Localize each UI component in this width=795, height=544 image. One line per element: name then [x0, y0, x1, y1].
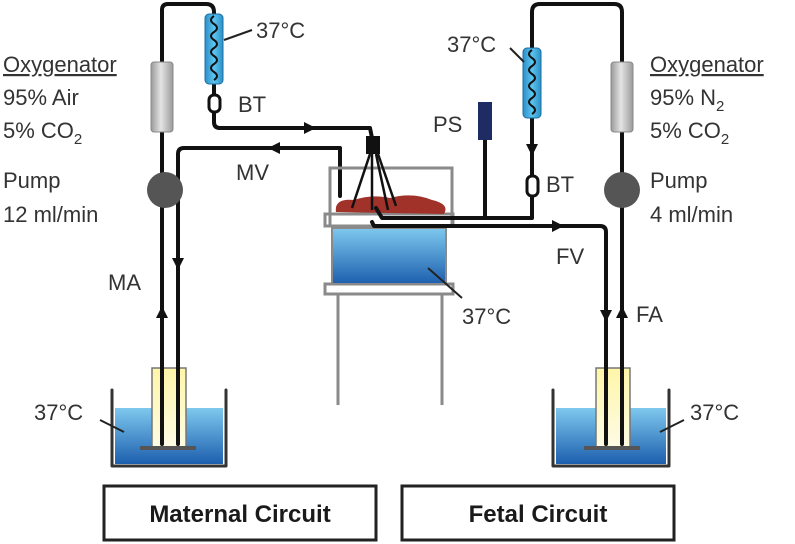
fetal-inflow-tube: [374, 194, 534, 220]
arrow-ma: [156, 306, 168, 318]
maternal-vein-label: MV: [236, 160, 269, 185]
fetal-artery-tube: [530, 2, 624, 446]
fetal-oxygenator-label: Oxygenator: [650, 52, 764, 77]
maternal-vein-tube: [176, 146, 342, 446]
maternal-oxygenator-label: Oxygenator: [3, 52, 117, 77]
maternal-bath-temp: 37°C: [34, 400, 83, 425]
maternal-circuit-box: Maternal Circuit: [102, 484, 378, 542]
pointer-fetal-bath: [659, 419, 685, 433]
fetal-bath-temp: 37°C: [690, 400, 739, 425]
fetal-heater: [522, 47, 542, 119]
fetal-heater-temp: 37°C: [447, 32, 496, 57]
fetal-reservoir: [584, 367, 640, 450]
cannula-connector: [366, 136, 380, 154]
maternal-bubble-trap: [207, 93, 222, 114]
arrow-fv: [552, 220, 564, 232]
pointer-central-bath: [427, 267, 463, 299]
maternal-heater: [204, 13, 224, 85]
placenta-tissue: [335, 195, 446, 214]
fetal-circuit-title: Fetal Circuit: [469, 501, 608, 528]
fetal-vein-label: FV: [556, 244, 584, 269]
fetal-pump-rate: 4 ml/min: [650, 202, 733, 227]
fetal-gas-line1: 95% N2: [650, 85, 724, 115]
fetal-vein-tube: [370, 220, 608, 446]
arrow-inflow: [304, 122, 316, 134]
arrow-fetal-return: [600, 310, 612, 322]
maternal-bt-label: BT: [238, 92, 266, 117]
central-bath: [331, 227, 447, 285]
pressure-sensor: [478, 102, 492, 140]
fetal-circuit-box: Fetal Circuit: [400, 484, 676, 542]
central-bath-temp: 37°C: [462, 304, 511, 329]
fetal-oxygenator: [610, 61, 634, 133]
arrow-mv: [268, 142, 280, 154]
maternal-gas-line1: 95% Air: [3, 85, 79, 110]
fetal-pump-label: Pump: [650, 168, 707, 193]
pointer-maternal-bath: [99, 419, 125, 433]
maternal-inflow-tube: [212, 110, 374, 140]
maternal-gas-line2: 5% CO2: [3, 118, 82, 148]
maternal-pump: [147, 172, 183, 208]
fetal-bubble-trap: [525, 174, 540, 198]
pointer-maternal-heater: [223, 29, 253, 41]
maternal-artery-label: MA: [108, 270, 141, 295]
maternal-pump-label: Pump: [3, 168, 60, 193]
fetal-bt-label: BT: [546, 172, 574, 197]
arrow-fa: [616, 306, 628, 318]
maternal-oxygenator: [150, 61, 174, 133]
pointer-fetal-heater: [509, 47, 525, 63]
maternal-pump-rate: 12 ml/min: [3, 202, 98, 227]
arrow-fetal-heater: [526, 144, 538, 156]
maternal-circuit-title: Maternal Circuit: [149, 501, 330, 528]
fetal-pump: [604, 172, 640, 208]
pressure-sensor-label: PS: [433, 112, 462, 137]
maternal-heater-temp: 37°C: [256, 18, 305, 43]
fetal-gas-line2: 5% CO2: [650, 118, 729, 148]
maternal-artery-tube: [160, 2, 216, 446]
cannula-lines: [350, 153, 398, 211]
maternal-reservoir: [140, 367, 196, 450]
fetal-artery-label: FA: [636, 302, 663, 327]
arrow-maternal-return: [172, 258, 184, 270]
